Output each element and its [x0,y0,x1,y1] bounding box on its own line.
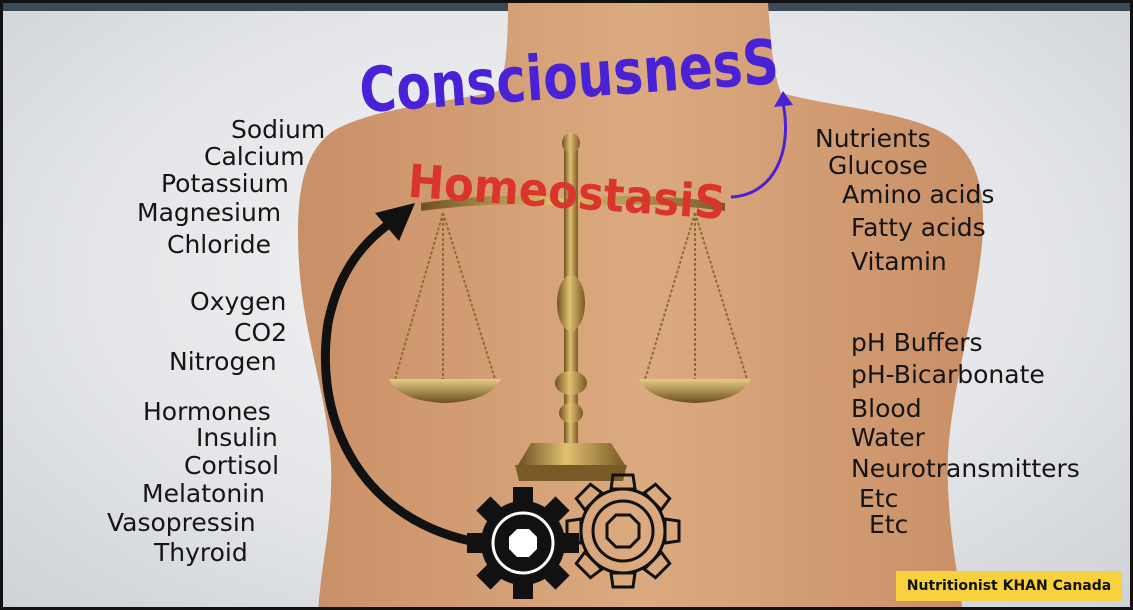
label-neurotransmitters: Neurotransmitters [851,454,1080,483]
label-sodium: Sodium [231,115,326,144]
label-potassium: Potassium [161,169,289,198]
label-nutrients: Nutrients [815,124,931,153]
left-pan [389,379,501,403]
illustration: ConsciousnesS HomeostasiS [298,3,984,607]
label-vitamin: Vitamin [851,247,947,276]
label-glucose: Glucose [828,151,928,180]
label-thyroid: Thyroid [154,538,248,567]
purple-arrow [730,102,788,199]
label-hormones: Hormones [143,397,271,426]
label-melatonin: Melatonin [142,479,265,508]
label-oxygen: Oxygen [190,287,287,316]
label-chloride: Chloride [167,230,272,259]
label-amino-acids: Amino acids [842,180,995,209]
torso-silhouette [298,3,984,607]
label-water: Water [851,423,925,452]
footer-credit: Nutritionist KHAN Canada [896,571,1122,601]
right-pan [639,379,751,403]
label-blood: Blood [851,394,922,423]
gear-outline-icon [565,473,681,589]
label-insulin: Insulin [196,423,278,452]
label-nitrogen: Nitrogen [169,347,277,376]
label-co2: CO2 [234,318,288,347]
label-cortisol: Cortisol [184,451,280,480]
label-fatty-acids: Fatty acids [851,213,986,242]
label-etc-1: Etc [859,484,899,513]
scale-base [518,443,625,465]
feedback-arrow [320,211,482,548]
label-ph-bicarbonate: pH-Bicarbonate [851,360,1045,389]
label-ph-buffers: pH Buffers [851,328,983,357]
gear-black-icon [467,487,579,599]
label-etc-2: Etc [869,510,909,539]
label-calcium: Calcium [204,142,305,171]
label-vasopressin: Vasopressin [107,508,256,537]
label-magnesium: Magnesium [137,198,282,227]
